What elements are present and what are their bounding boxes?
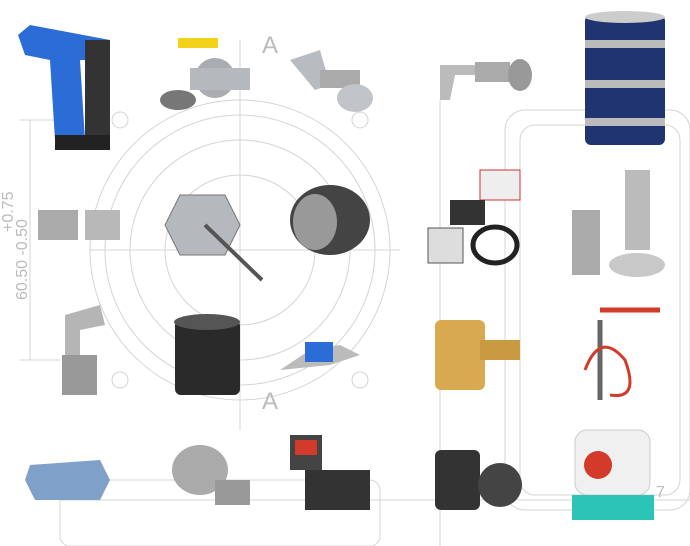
dimension-value: 60.50 -0.50 bbox=[14, 219, 31, 300]
plastic-tap[interactable] bbox=[435, 320, 520, 390]
diesel-pump[interactable] bbox=[435, 450, 522, 510]
coupling-adapters[interactable] bbox=[38, 210, 120, 240]
rotary-hand-pump[interactable] bbox=[583, 307, 660, 400]
hand-pump-blue[interactable] bbox=[18, 25, 110, 150]
fuel-nozzle[interactable] bbox=[280, 342, 360, 370]
bung-adapter[interactable] bbox=[290, 185, 370, 255]
electric-pump[interactable] bbox=[172, 445, 250, 505]
pump-kit[interactable] bbox=[427, 169, 521, 266]
section-label-top: A bbox=[262, 32, 279, 59]
elbow-fittings[interactable] bbox=[290, 50, 373, 112]
section-label-bottom: A bbox=[262, 388, 279, 415]
drum-heater[interactable] bbox=[585, 11, 665, 145]
corner-number: 7 bbox=[656, 484, 665, 501]
drum-closure[interactable] bbox=[572, 429, 654, 520]
quick-coupling[interactable] bbox=[572, 170, 665, 277]
flow-meter-pump[interactable] bbox=[290, 435, 370, 510]
spill-tray[interactable] bbox=[25, 460, 110, 500]
gear-valve[interactable] bbox=[164, 194, 264, 282]
drum-tap-chrome[interactable] bbox=[62, 305, 105, 395]
ball-valve-yellow[interactable] bbox=[160, 38, 250, 110]
drum-tap[interactable] bbox=[440, 59, 532, 100]
camlock-coupling[interactable] bbox=[174, 314, 240, 395]
